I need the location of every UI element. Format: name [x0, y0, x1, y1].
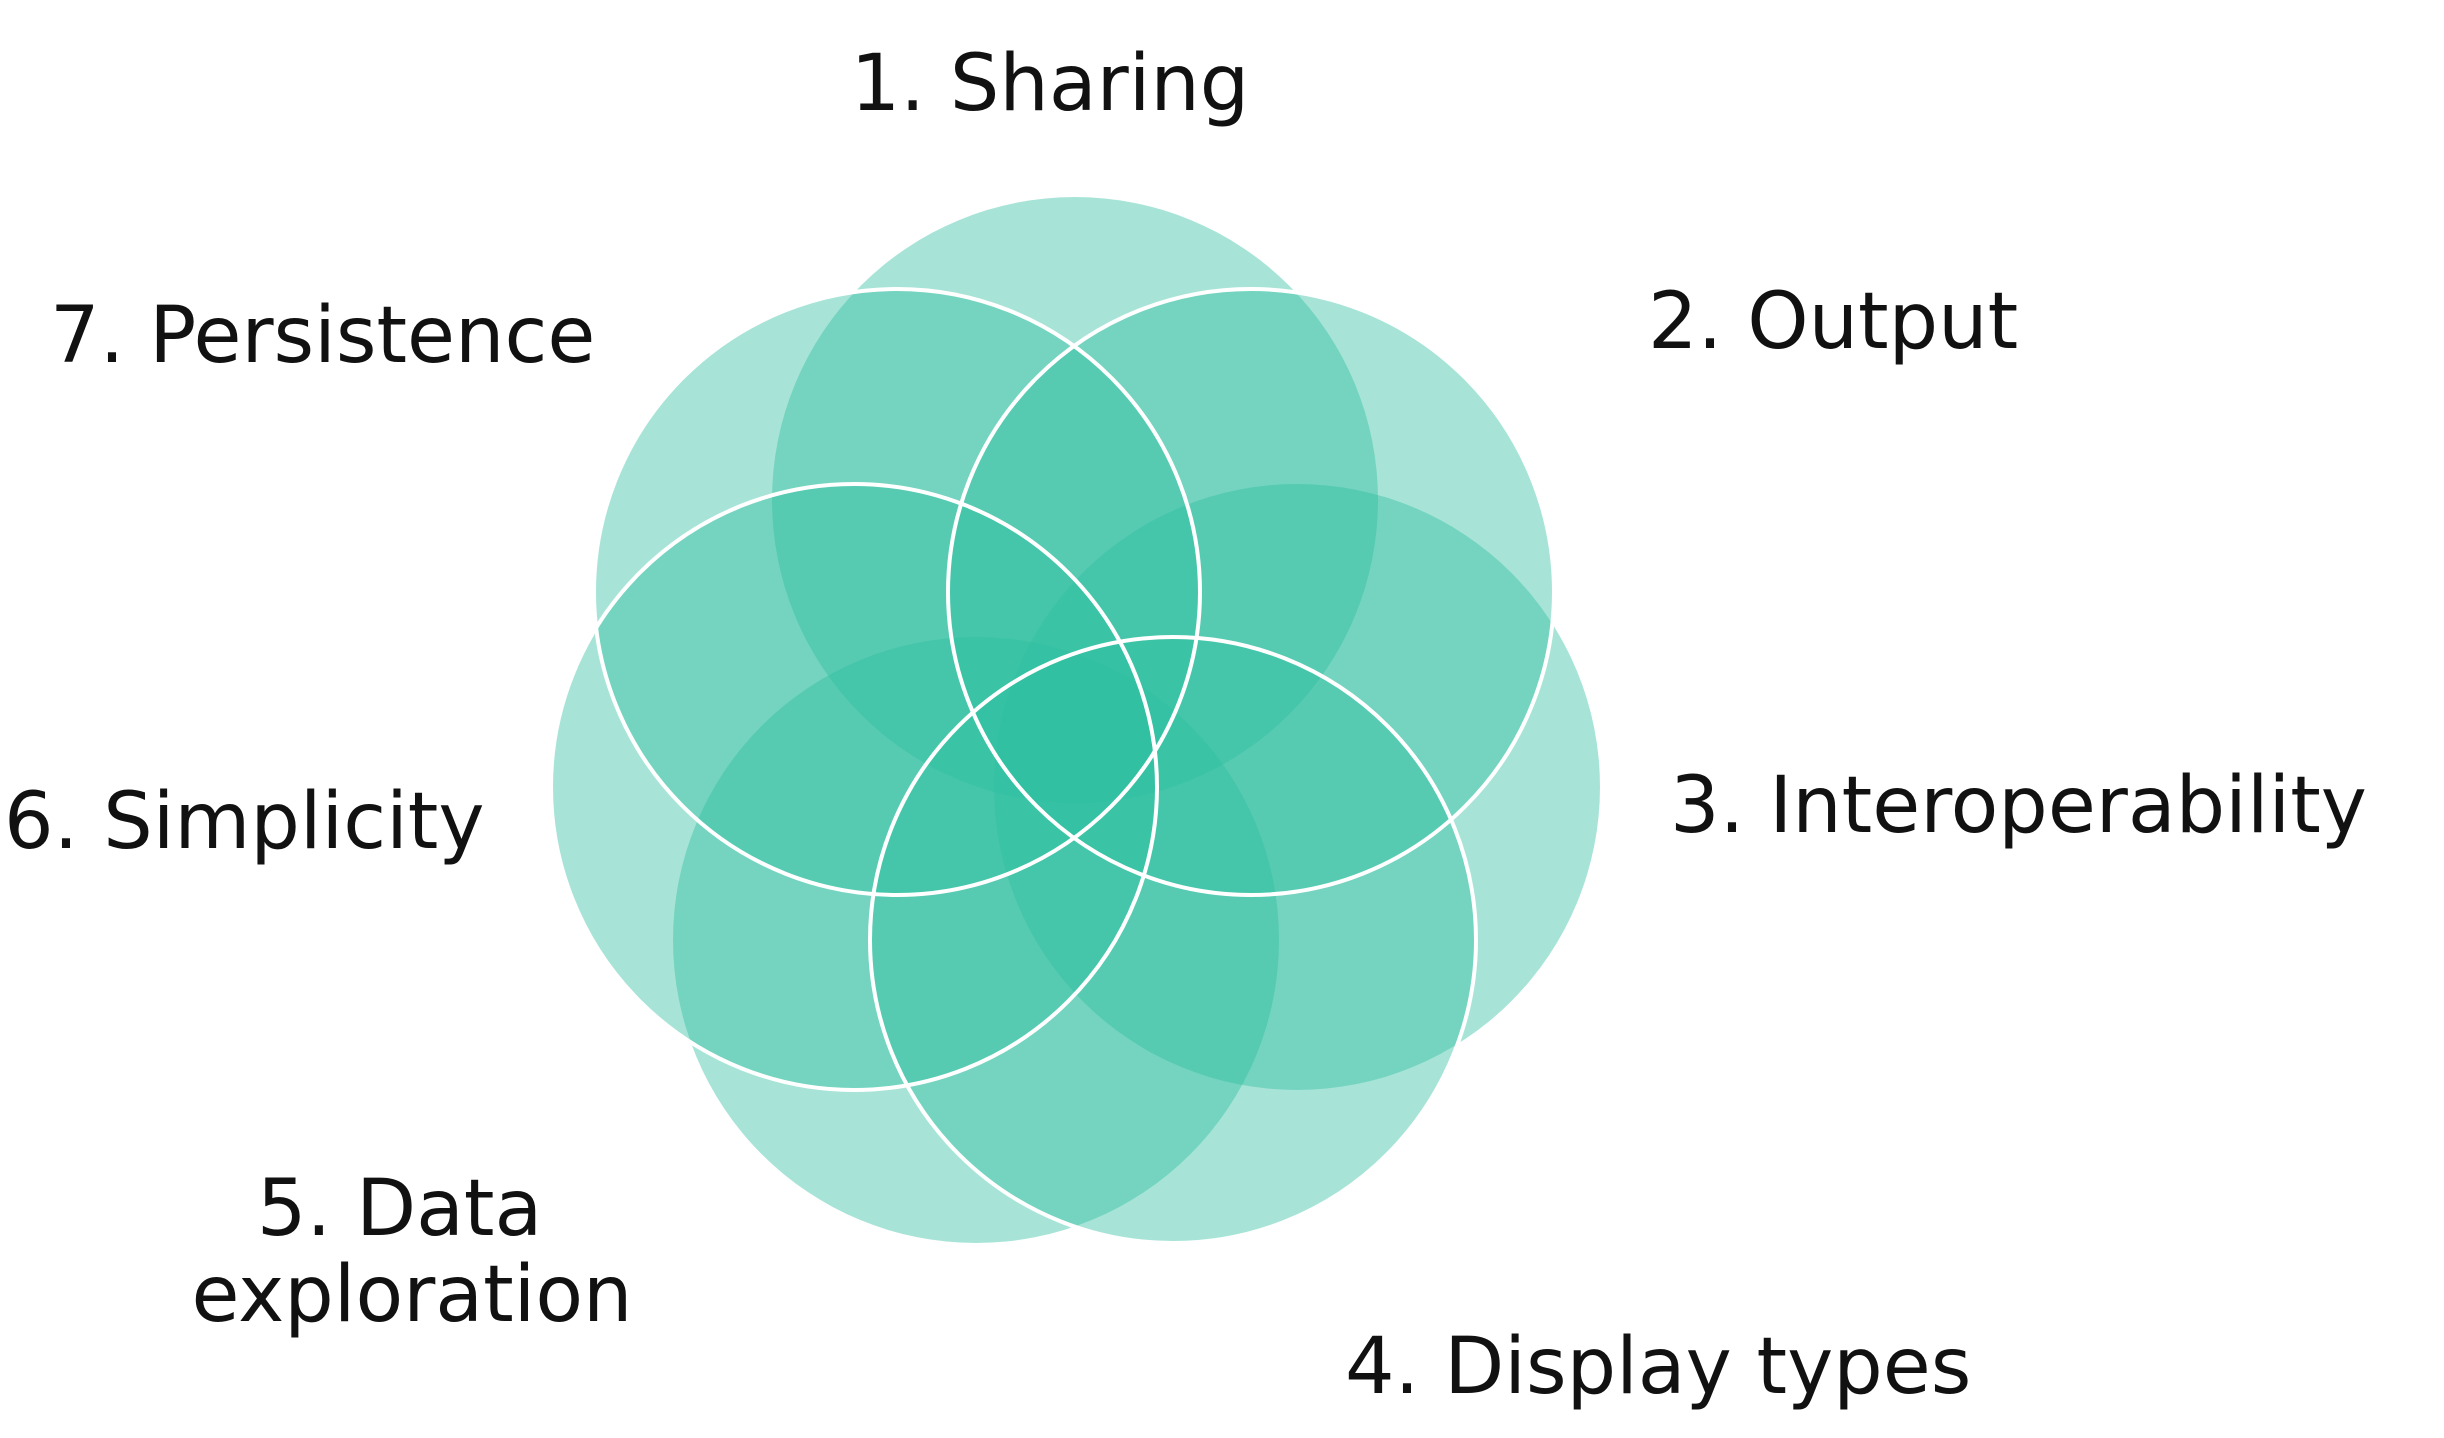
petal-circle-1 — [772, 197, 1378, 803]
petal-outline-upper-left — [592, 287, 1202, 897]
petal-circle-6 — [551, 484, 1157, 1090]
petal-outlines — [549, 287, 1556, 1245]
label-persistence: 7. Persistence — [50, 291, 595, 381]
label-sharing: 1. Sharing — [851, 39, 1250, 129]
label-data-exploration-line-1: 5. Data — [257, 1164, 542, 1254]
petal-outline-lower-right — [868, 635, 1478, 1245]
label-simplicity: 6. Simplicity — [4, 777, 485, 867]
label-data-exploration: 5. Data exploration — [192, 1164, 633, 1340]
petal-circle-7 — [594, 289, 1200, 895]
label-data-exploration-line-2: exploration — [192, 1250, 633, 1340]
petal-outline-upper-right — [946, 287, 1556, 897]
label-interoperability: 3. Interoperability — [1670, 761, 2367, 851]
principle-labels: 1. Sharing 2. Output 3. Interoperability… — [4, 39, 2367, 1412]
petal-circle-3 — [994, 484, 1600, 1090]
petal-outline-lower-left — [549, 482, 1159, 1092]
label-output: 2. Output — [1648, 277, 2018, 367]
label-display-types: 4. Display types — [1345, 1322, 1971, 1412]
